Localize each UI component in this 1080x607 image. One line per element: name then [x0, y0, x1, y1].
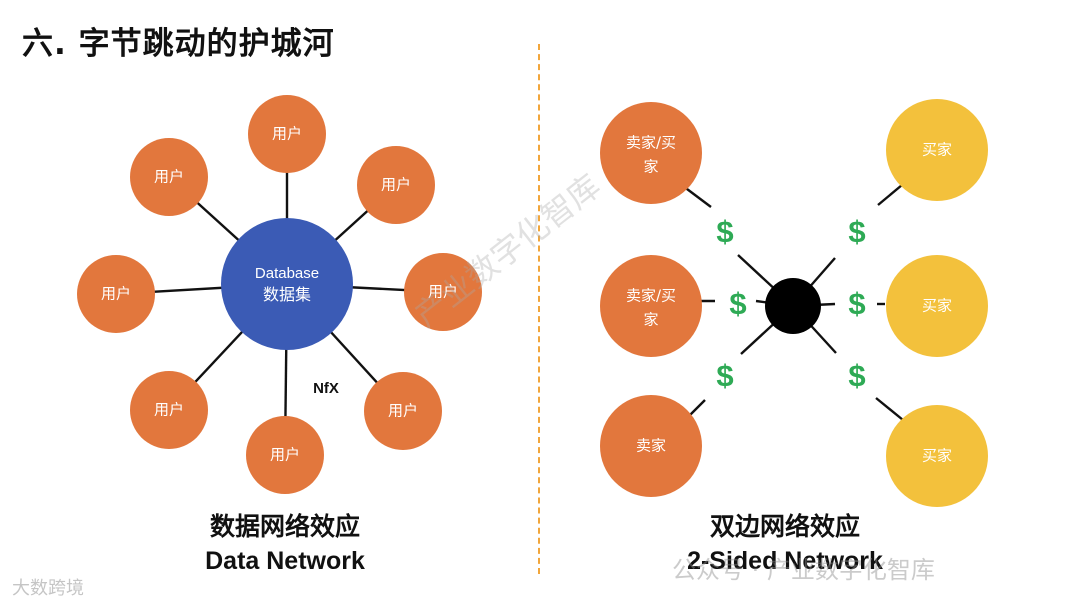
user-node-circle — [404, 253, 482, 331]
buyer-node-label: 买家 — [922, 447, 952, 465]
dollar-sign-icon: $ — [729, 286, 746, 321]
database-hub-label-cn: 数据集 — [263, 286, 311, 304]
user-node-label: 用户 — [154, 168, 184, 186]
right-caption: 双边网络效应 2-Sided Network — [660, 510, 910, 578]
user-node: 用户 — [404, 253, 482, 331]
user-node: 用户 — [77, 255, 155, 333]
user-node-circle — [357, 146, 435, 224]
buyer-node-label: 买家 — [922, 141, 952, 159]
two-sided-network-diagram: 卖家/买 家 卖家/买 家 卖家 买家 买家 买家 $ $ $ $ $ — [600, 99, 988, 507]
buyer-node-circle — [886, 99, 988, 201]
user-node: 用户 — [130, 138, 208, 216]
dollar-sign-icon: $ — [848, 358, 865, 393]
user-node-circle — [130, 138, 208, 216]
database-hub-label-en: Database — [255, 265, 319, 282]
seller-buyer-node-label-line1: 卖家/买 — [626, 134, 676, 152]
buyer-node-label: 买家 — [922, 297, 952, 315]
nfx-label: NfX — [313, 380, 339, 397]
seller-node: 卖家 — [600, 395, 702, 497]
connector — [689, 399, 706, 416]
seller-buyer-node-circle — [600, 255, 702, 357]
connector — [875, 397, 904, 421]
user-node: 用户 — [130, 371, 208, 449]
buyer-node-circle — [886, 255, 988, 357]
user-node-label: 用户 — [272, 125, 302, 143]
buyer-node: 买家 — [886, 405, 988, 507]
user-node-circle — [246, 416, 324, 494]
database-hub: Database 数据集 — [221, 218, 353, 350]
seller-buyer-node: 卖家/买 家 — [600, 255, 702, 357]
user-node-label: 用户 — [388, 402, 418, 420]
left-caption-en: Data Network — [205, 547, 365, 575]
user-node-label: 用户 — [428, 283, 458, 301]
platform-hub — [765, 278, 821, 334]
buyer-node: 买家 — [886, 255, 988, 357]
seller-buyer-node-label-line2: 家 — [643, 311, 658, 329]
user-node-label: 用户 — [101, 285, 131, 303]
dollar-sign-icon: $ — [848, 214, 865, 249]
seller-buyer-node: 卖家/买 家 — [600, 102, 702, 204]
user-node-circle — [77, 255, 155, 333]
user-node: 用户 — [248, 95, 326, 173]
seller-buyer-node-circle — [600, 102, 702, 204]
connector — [682, 185, 712, 208]
buyer-node-circle — [886, 405, 988, 507]
dollar-sign-icon: $ — [848, 286, 865, 321]
dollar-sign-icon: $ — [716, 358, 733, 393]
page-title: 六. 字节跳动的护城河 — [22, 26, 335, 62]
right-caption-cn: 双边网络效应 — [709, 512, 860, 541]
user-node-circle — [364, 372, 442, 450]
user-node: 用户 — [357, 146, 435, 224]
user-node-label: 用户 — [154, 401, 184, 419]
database-hub-circle — [221, 218, 353, 350]
left-caption-cn: 数据网络效应 — [209, 512, 360, 541]
user-node-circle — [130, 371, 208, 449]
watermark-bottom: 公众号 · 产业数字化智库 — [672, 556, 935, 584]
right-caption-en: 2-Sided Network — [687, 547, 883, 575]
left-caption: 数据网络效应 Data Network — [170, 510, 400, 578]
user-node-label: 用户 — [270, 446, 300, 464]
user-node: 用户 — [364, 372, 442, 450]
seller-buyer-node-label-line2: 家 — [643, 158, 658, 176]
user-node-label: 用户 — [381, 176, 411, 194]
buyer-node: 买家 — [886, 99, 988, 201]
dollar-sign-icon: $ — [716, 214, 733, 249]
seller-buyer-node-label-line1: 卖家/买 — [626, 287, 676, 305]
user-node-circle — [248, 95, 326, 173]
watermark-bottom-left: 大数跨境 — [12, 578, 84, 599]
section-divider — [538, 44, 540, 574]
seller-node-label: 卖家 — [636, 437, 666, 455]
seller-node-circle — [600, 395, 702, 497]
user-node: 用户 — [246, 416, 324, 494]
data-network-diagram: 用户 用户 用户 用户 用户 用户 用户 用户 — [77, 95, 482, 494]
